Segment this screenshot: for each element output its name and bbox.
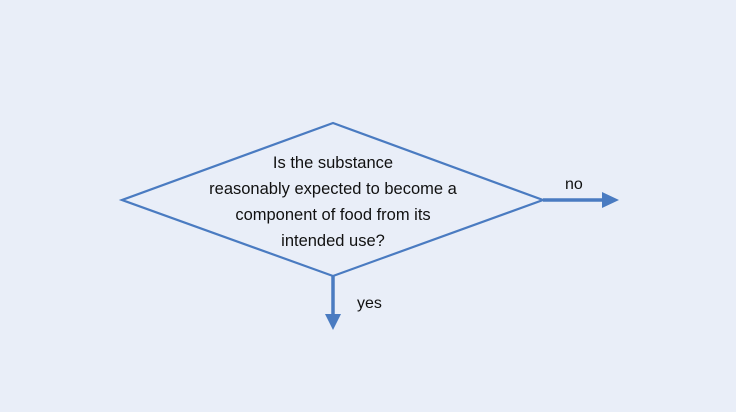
question-line: reasonably expected to become a <box>209 180 457 198</box>
no-arrowhead <box>602 192 619 208</box>
no-label: no <box>565 176 583 193</box>
decision-question: Is the substance reasonably expected to … <box>160 150 506 254</box>
yes-arrowhead <box>325 314 341 330</box>
question-line: Is the substance <box>272 154 394 172</box>
yes-label: yes <box>357 295 382 312</box>
question-line: intended use? <box>281 232 385 250</box>
question-line: component of food from its <box>235 206 431 224</box>
